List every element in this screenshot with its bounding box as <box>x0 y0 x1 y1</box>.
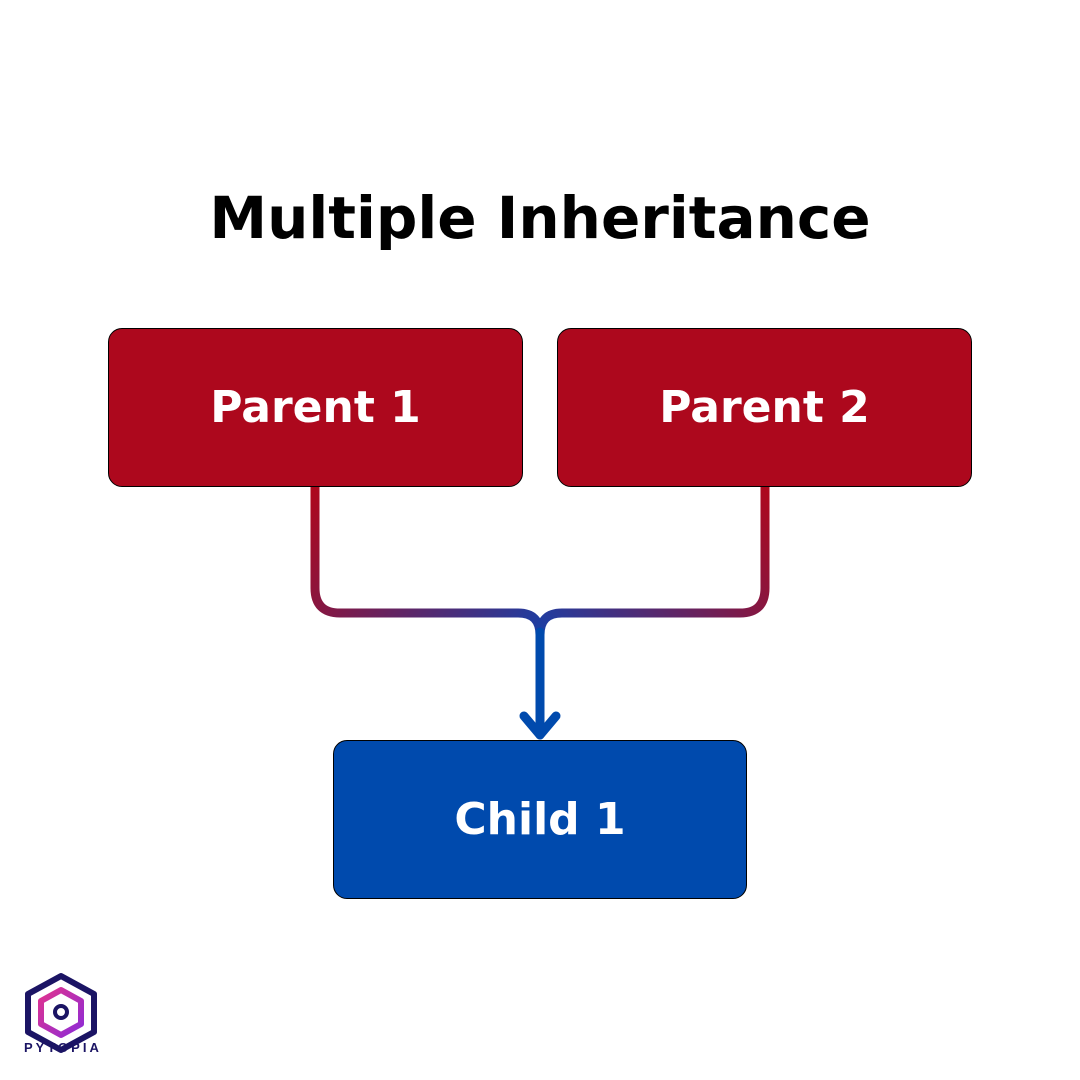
child-1-label: Child 1 <box>454 794 626 845</box>
connector-parent-2 <box>535 482 770 640</box>
parent-1-box: Parent 1 <box>108 328 523 487</box>
parent-2-label: Parent 2 <box>659 382 870 433</box>
diagram-title: Multiple Inheritance <box>209 184 871 252</box>
connector-parent-1 <box>310 482 545 640</box>
parent-2-box: Parent 2 <box>557 328 972 487</box>
brand-logo-text: PYTOPIA <box>24 1040 102 1055</box>
child-1-box: Child 1 <box>333 740 747 899</box>
hexagon-p-logo-icon <box>25 973 97 1053</box>
parent-1-label: Parent 1 <box>210 382 421 433</box>
arrowhead-icon <box>519 711 561 740</box>
